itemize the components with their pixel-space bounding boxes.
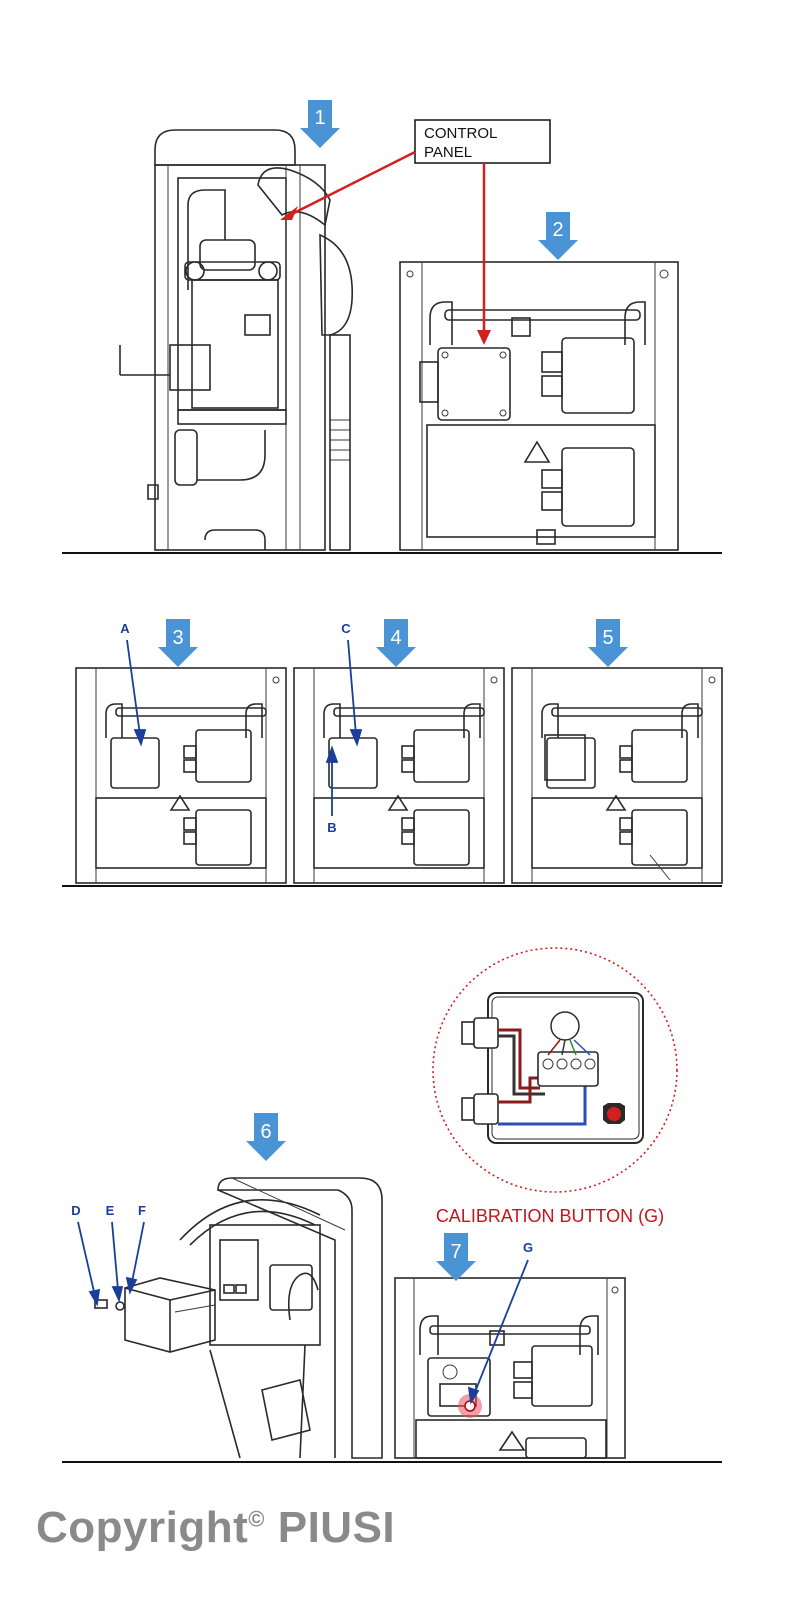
cabinet-front-view-step-7 (394, 1277, 626, 1459)
pump-perspective-view (94, 1177, 383, 1459)
copyright-notice: Copyright© PIUSI (36, 1503, 395, 1553)
step-number-7: 7 (450, 1241, 461, 1263)
control-panel-callout-line2: PANEL (424, 144, 472, 161)
label-d: D (71, 1203, 80, 1218)
label-e: E (106, 1203, 115, 1218)
calibration-detail-zoom (432, 947, 678, 1193)
cabinet-front-view (399, 261, 679, 551)
step-number-4: 4 (390, 627, 401, 649)
pump-side-view (119, 129, 354, 551)
cabinet-step-5 (511, 667, 723, 884)
step-number-6: 6 (260, 1121, 271, 1143)
label-f: F (138, 1203, 146, 1218)
control-panel-callout-box (414, 119, 551, 164)
pointer-b (325, 745, 339, 816)
pointer-c (347, 639, 363, 747)
pointer-a (126, 639, 147, 747)
step-number-3: 3 (172, 627, 183, 649)
copyright-prefix: Copyright (36, 1503, 249, 1552)
calibration-button (464, 1400, 476, 1412)
step-number-1: 1 (314, 107, 325, 129)
step-number-2: 2 (552, 219, 563, 241)
step-number-5: 5 (602, 627, 613, 649)
copyright-brand: PIUSI (277, 1503, 396, 1552)
cabinet-step-3 (75, 667, 287, 884)
pointer-e (111, 1221, 124, 1303)
control-panel-callout-line1: CONTROL (424, 125, 497, 142)
label-g: G (523, 1240, 533, 1255)
pointer-f (125, 1221, 145, 1295)
cabinet-step-4 (293, 667, 505, 884)
label-a: A (120, 621, 130, 636)
calibration-button-label: CALIBRATION BUTTON (G) (436, 1206, 664, 1226)
label-c: C (341, 621, 351, 636)
pointer-d (77, 1221, 101, 1307)
open-panel-step-5 (544, 734, 586, 781)
callout-pointer-arrows (280, 150, 491, 345)
copyright-symbol: © (248, 1506, 265, 1532)
label-b: B (327, 820, 336, 835)
pointer-g (467, 1259, 529, 1405)
